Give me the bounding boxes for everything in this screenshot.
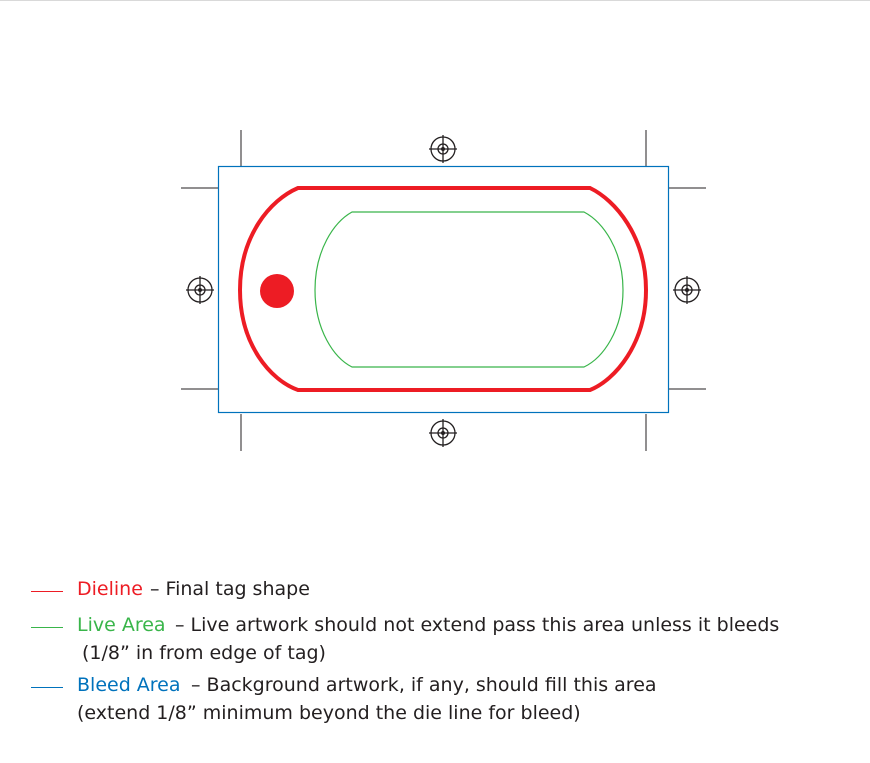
legend-note-live-area: (1/8” in from edge of tag) [82,642,326,664]
legend-note-bleed-area: (extend 1/8” minimum beyond the die line… [77,702,581,724]
tag-template-diagram [181,130,706,451]
legend-label-dieline: Dieline [77,578,143,600]
legend-item-dieline: Dieline – Final tag shape [0,576,870,606]
legend: Dieline – Final tag shape Live Area – Li… [0,576,870,732]
bleed-area-swatch [31,687,63,689]
registration-mark-top-icon [428,134,458,164]
legend-description-bleed-area: – Background artwork, if any, should fil… [191,674,657,696]
legend-label-live-area: Live Area [77,614,166,636]
registration-mark-bottom-icon [428,418,458,448]
legend-note-live-area-row: (1/8” in from edge of tag) [0,642,870,672]
top-divider [0,0,870,1]
registration-mark-left-icon [185,275,215,305]
legend-note-bleed-area-row: (extend 1/8” minimum beyond the die line… [0,702,870,732]
dieline-outline [237,186,649,392]
legend-description-dieline: – Final tag shape [150,578,310,600]
legend-item-bleed-area: Bleed Area – Background artwork, if any,… [0,672,870,702]
dieline-swatch [31,591,63,593]
live-area-outline [314,211,624,368]
legend-description-live-area: – Live artwork should not extend pass th… [175,614,780,636]
legend-item-live-area: Live Area – Live artwork should not exte… [0,612,870,642]
crop-marks [181,130,706,451]
legend-label-bleed-area: Bleed Area [77,674,181,696]
live-area-swatch [31,627,63,629]
punch-hole [260,274,294,308]
bleed-area-outline [217,165,670,414]
registration-mark-right-icon [672,275,702,305]
